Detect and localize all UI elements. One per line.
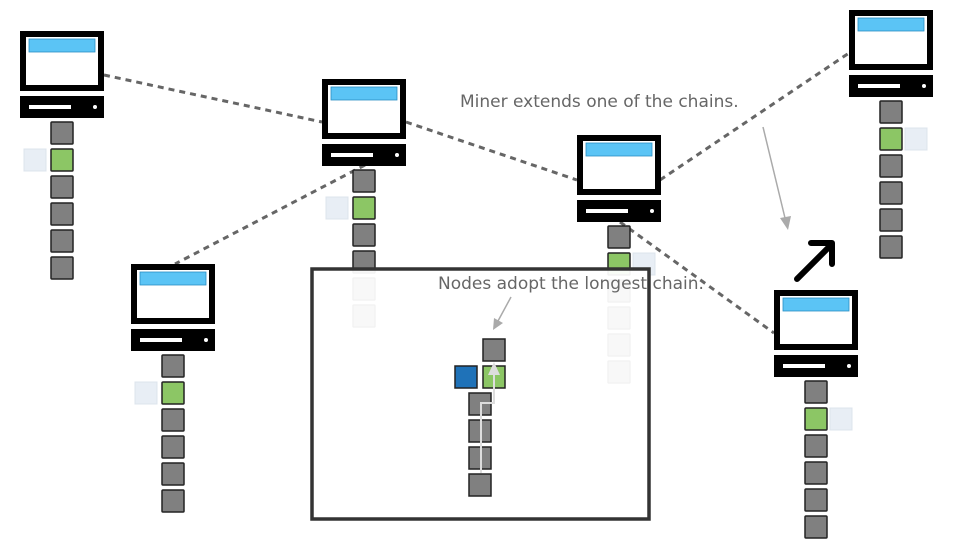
chain-block xyxy=(879,181,903,205)
chain-block xyxy=(804,488,828,512)
chain-block xyxy=(804,515,828,539)
chain-block xyxy=(352,223,376,247)
chain-block xyxy=(879,154,903,178)
arrow-head-icon xyxy=(488,362,500,375)
chain-block xyxy=(161,489,185,513)
chain-block xyxy=(50,175,74,199)
node-computer xyxy=(774,290,858,539)
miner-annotation: Miner extends one of the chains. xyxy=(460,92,739,112)
chain-block xyxy=(161,381,185,405)
extend-arrow-icon xyxy=(794,243,833,282)
ghost-block xyxy=(134,381,158,405)
network-link xyxy=(659,51,850,182)
ghost-block xyxy=(904,127,928,151)
chain-block xyxy=(352,169,376,193)
node-computer xyxy=(849,10,933,259)
chain-block xyxy=(804,434,828,458)
power-led xyxy=(922,84,926,88)
chain-block xyxy=(879,235,903,259)
node-computer xyxy=(20,31,104,280)
screen-bar xyxy=(139,271,207,286)
chain-block xyxy=(50,202,74,226)
drive-slot xyxy=(783,364,825,368)
chain-block xyxy=(879,208,903,232)
node-computer xyxy=(131,264,215,513)
chain-block xyxy=(804,461,828,485)
chain-block xyxy=(50,148,74,172)
nodes-annotation: Nodes adopt the longest chain. xyxy=(438,274,704,294)
arrow-head-icon xyxy=(780,216,791,230)
power-led xyxy=(204,338,208,342)
chain-block xyxy=(879,127,903,151)
chain-block xyxy=(804,380,828,404)
drive-slot xyxy=(586,209,628,213)
chain-block xyxy=(352,196,376,220)
chain-block xyxy=(161,408,185,432)
drive-slot xyxy=(858,84,900,88)
chain-block xyxy=(607,225,631,249)
chain-block xyxy=(161,354,185,378)
drive-slot xyxy=(331,153,373,157)
chain-block xyxy=(50,121,74,145)
power-led xyxy=(650,209,654,213)
screen-bar xyxy=(857,17,925,32)
annotation-arrow xyxy=(762,126,786,219)
arrow-head-icon xyxy=(493,318,503,330)
power-led xyxy=(395,153,399,157)
chain-block xyxy=(161,462,185,486)
inset-fork-block xyxy=(454,365,478,389)
screen-bar xyxy=(330,86,398,101)
chain-block xyxy=(804,407,828,431)
power-led xyxy=(847,364,851,368)
longest-chain-path xyxy=(480,372,495,473)
annotation-arrow xyxy=(497,296,512,322)
inset-tip-block xyxy=(482,338,506,362)
extend-arrow-head-icon xyxy=(808,240,835,267)
network-link xyxy=(103,73,323,124)
network-link xyxy=(405,120,578,182)
ghost-block xyxy=(325,196,349,220)
ghost-block xyxy=(829,407,853,431)
screen-bar xyxy=(782,297,850,312)
screen-bar xyxy=(28,38,96,53)
drive-slot xyxy=(29,105,71,109)
inset-block xyxy=(468,473,492,497)
screen-bar xyxy=(585,142,653,157)
network-link xyxy=(619,220,775,335)
chain-block xyxy=(50,229,74,253)
power-led xyxy=(93,105,97,109)
chain-block xyxy=(879,100,903,124)
ghost-block xyxy=(23,148,47,172)
chain-block xyxy=(50,256,74,280)
network-link xyxy=(174,163,366,266)
chain-block xyxy=(161,435,185,459)
drive-slot xyxy=(140,338,182,342)
